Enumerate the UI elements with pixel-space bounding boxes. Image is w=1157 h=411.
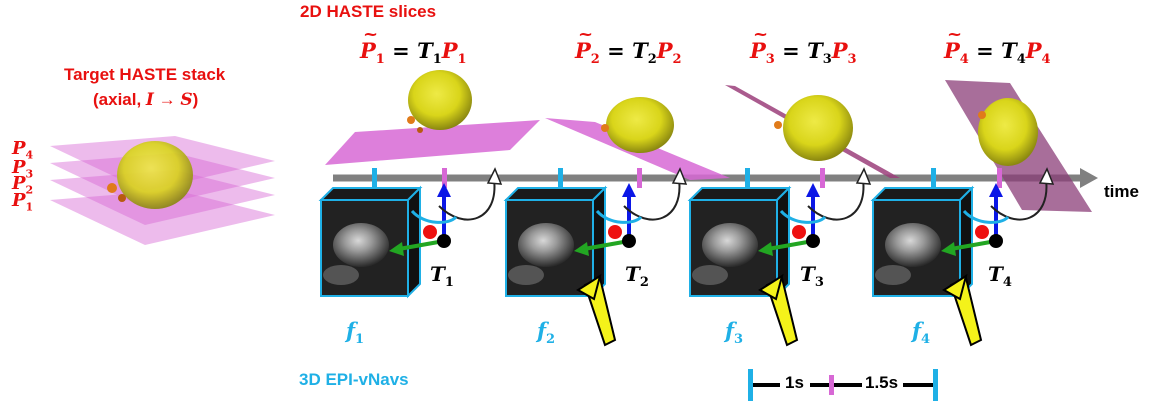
- motion-arrows: [576, 273, 983, 347]
- vnav-volume-1: [318, 167, 503, 299]
- coordinate-axes-1-icon: [389, 167, 503, 256]
- frame-label-2: f2: [537, 318, 556, 348]
- slice-plane-1: [325, 120, 540, 165]
- slice-brain-2-icon: [606, 97, 674, 153]
- coordinate-axes-3-icon: [758, 167, 872, 256]
- slice-equation-3: P~3 = T3P3: [750, 24, 857, 68]
- axis-ticks: [372, 168, 1002, 188]
- slice-brain-3-icon: [783, 95, 853, 161]
- slices-title: 2D HASTE slices: [300, 2, 437, 21]
- vnav-volume-3: [687, 167, 872, 299]
- timing-gap-2: 1.5s: [865, 373, 899, 392]
- time-axis-arrowhead: [1080, 168, 1098, 188]
- target-brain-icon: [117, 141, 193, 209]
- vnavs-title: 3D EPI-vNavs: [299, 370, 409, 389]
- timing-gap-1: 1s: [785, 373, 804, 392]
- vnav-volume-2: [503, 167, 688, 299]
- frame-label-4: f4: [912, 318, 931, 348]
- timing-bar: [748, 369, 938, 401]
- slice-equation-1: P~1 = T1P1: [360, 24, 467, 68]
- transform-label-3: T3: [800, 262, 824, 290]
- time-label: time: [1104, 182, 1139, 201]
- coordinate-axes-4-icon: [941, 167, 1055, 256]
- stack-label-p4: P4: [12, 138, 34, 162]
- target-stack: [50, 136, 275, 245]
- transform-label-1: T1: [430, 262, 454, 290]
- stack-plane-p1: [50, 190, 275, 245]
- frame-label-3: f3: [725, 318, 744, 348]
- slice-brain-1-icon: [408, 70, 472, 130]
- target-stack-subtitle: (axial, I → S): [93, 90, 199, 110]
- slice-equation-4: P~4 = T4P4: [944, 24, 1051, 68]
- vnav-volume-4: [870, 167, 1055, 299]
- stack-label-p3: P3: [12, 157, 34, 181]
- stack-label-p2: P2: [12, 173, 34, 197]
- transform-label-2: T2: [625, 262, 649, 290]
- target-stack-title: Target HASTE stack: [64, 65, 226, 84]
- coordinate-axes-2-icon: [574, 167, 688, 256]
- frame-label-1: f1: [346, 318, 365, 348]
- transform-label-4: T4: [988, 262, 1012, 290]
- stack-label-p1: P1: [12, 190, 34, 214]
- slice-brain-4-icon: [978, 98, 1038, 166]
- slice-equation-2: P~2 = T2P2: [575, 24, 682, 68]
